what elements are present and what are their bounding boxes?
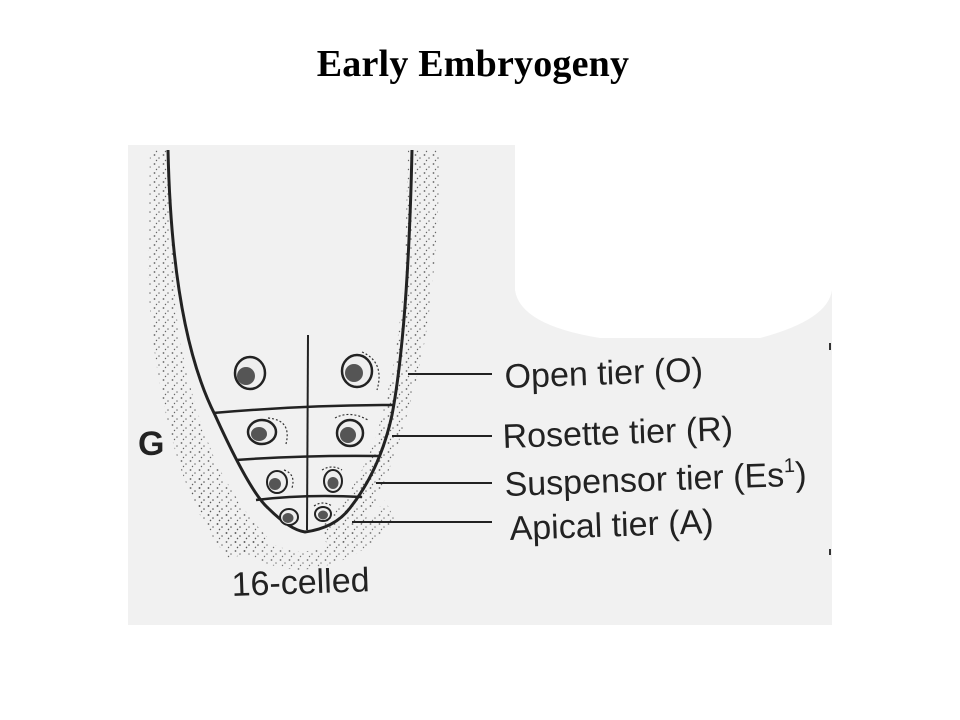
label-open-tier: Open tier (O) (504, 351, 704, 396)
stipple-left-band (148, 150, 270, 560)
figure-panel-background (128, 145, 832, 625)
central-cell-wall (306, 334, 309, 531)
rosette-tier-nucleus-right (334, 413, 369, 448)
suspensor-tier-nucleus-left (266, 469, 294, 494)
embryo-outline (166, 149, 414, 534)
label-apical-tier: Apical tier (A) (509, 503, 714, 548)
rosette-tier-nucleus-left (246, 417, 288, 446)
rosette-suspensor-boundary (235, 454, 381, 462)
open-tier-nucleus-left (233, 355, 267, 391)
slide-title: Early Embryogeny (316, 43, 630, 85)
open-rosette-boundary (212, 403, 395, 415)
suspensor-tier-nucleus-right (321, 466, 343, 493)
suspensor-apical-boundary (255, 494, 363, 502)
label-rosette-tier: Rosette tier (R) (502, 410, 734, 456)
label-suspensor-tier-superscript: 1 (783, 455, 795, 477)
apical-tier-nucleus-right (313, 502, 333, 522)
open-tier-nucleus-right (340, 351, 380, 391)
figure-caption: 16-celled (231, 561, 370, 604)
panel-letter: G (138, 425, 164, 463)
apical-tier-nucleus-left (279, 508, 299, 526)
stipple-bottom-band (190, 470, 395, 570)
label-suspensor-tier-suffix: ) (795, 455, 808, 493)
